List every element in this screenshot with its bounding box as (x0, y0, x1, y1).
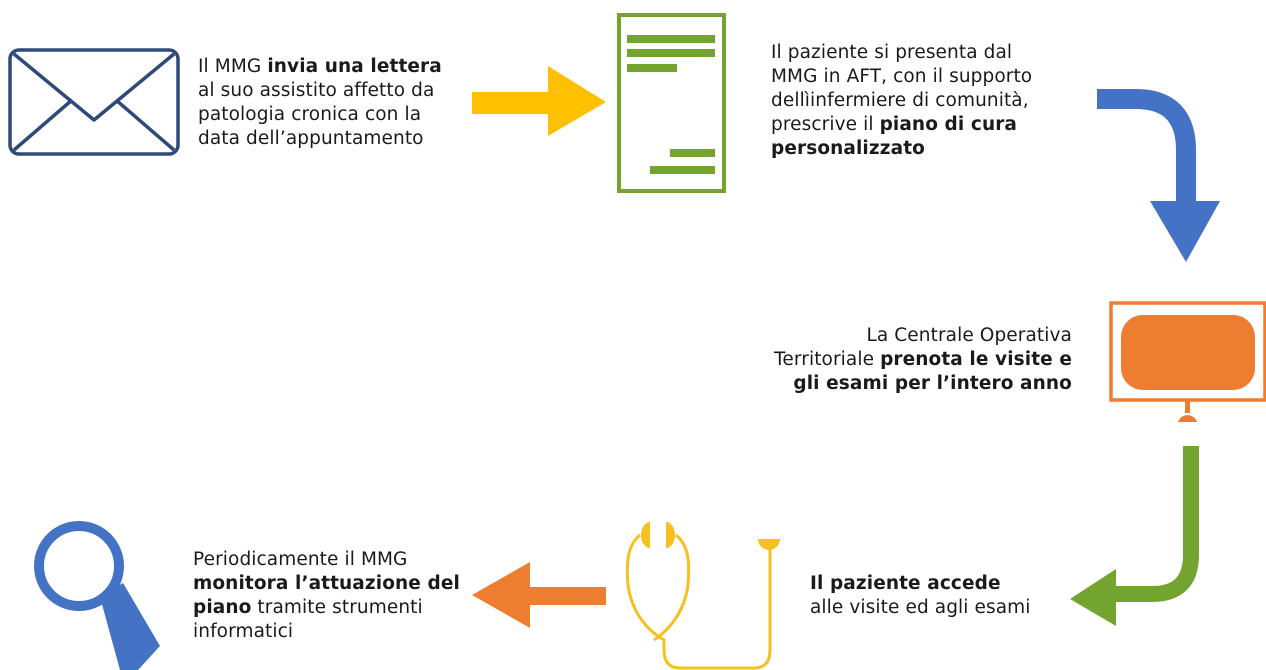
envelope-icon (8, 48, 180, 156)
step-2-line: MMG in AFT, con il supporto (771, 66, 1033, 87)
stethoscope-icon (625, 522, 780, 670)
step-2-line: Il paziente si presenta dal (771, 42, 1013, 63)
step-4-line: alle visite ed agli esami (810, 597, 1031, 618)
document-icon (617, 13, 726, 193)
step-4-line: Il paziente accede (810, 573, 1001, 594)
step-3-text: La Centrale Operativa Territoriale preno… (774, 324, 1072, 396)
arrow-curved-down-blue (1097, 89, 1220, 262)
arrow-curved-left-green (1070, 446, 1199, 626)
monitor-icon (1109, 301, 1266, 422)
step-3-line: La Centrale Operativa (866, 325, 1072, 346)
step-5-text: Periodicamente il MMG monitora l’attuazi… (193, 548, 460, 644)
step-4-text: Il paziente accede alle visite ed agli e… (810, 572, 1031, 620)
step-5-line: piano tramite strumenti (193, 597, 423, 618)
step-2-line: prescrive il piano di cura (771, 114, 1018, 135)
magnifier-icon (34, 521, 160, 670)
arrow-left-orange (472, 562, 606, 628)
step-1-text: Il MMG invia una lettera al suo assistit… (198, 55, 442, 151)
step-3-line: gli esami per l’intero anno (793, 373, 1072, 394)
arrow-right-yellow (472, 66, 606, 136)
step-5-line: Periodicamente il MMG (193, 549, 408, 570)
step-5-line: informatici (193, 621, 294, 642)
step-1-line: Il MMG invia una lettera (198, 56, 442, 77)
step-5-line: monitora l’attuazione del (193, 573, 460, 594)
step-2-line: personalizzato (771, 138, 925, 159)
step-1-line: data dell’appuntamento (198, 128, 424, 149)
step-1-line: patologia cronica con la (198, 104, 422, 125)
step-2-line: dellìinfermiere di comunità, (771, 90, 1029, 111)
step-3-line: Territoriale prenota le visite e (774, 349, 1072, 370)
step-1-line: al suo assistito affetto da (198, 80, 435, 101)
step-2-text: Il paziente si presenta dal MMG in AFT, … (771, 41, 1032, 161)
